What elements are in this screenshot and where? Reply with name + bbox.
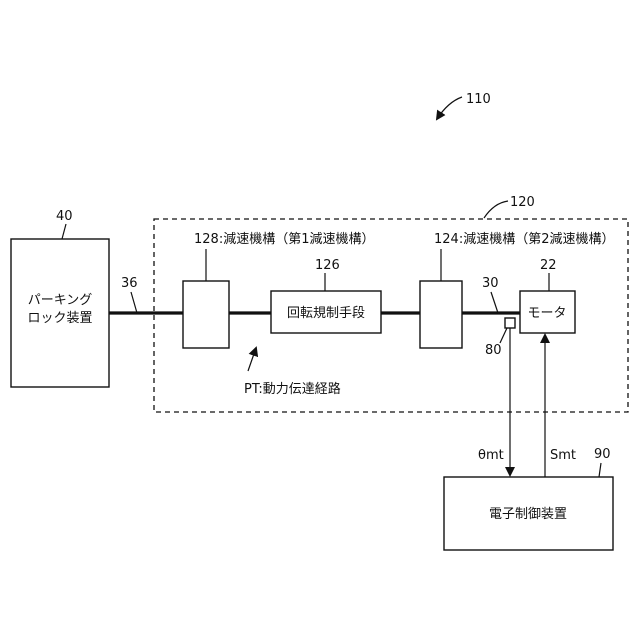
ecu-ref-label: 90	[594, 447, 611, 462]
power-path-arrow	[248, 348, 256, 371]
reducer-first-box	[183, 281, 229, 348]
smt-signal-label: Smt	[550, 448, 576, 463]
figure-ref-label: 110	[466, 92, 491, 107]
sensor-ref-leader	[500, 328, 507, 343]
parking-lock-ref-leader	[62, 224, 66, 239]
reducer-first-label: 128:減速機構（第1減速機構）	[194, 231, 374, 247]
sensor-ref-label: 80	[485, 343, 502, 358]
figure-ref-arrow	[437, 97, 462, 119]
shaft-36-ref-leader	[131, 292, 137, 313]
ecu-ref-leader	[599, 463, 601, 477]
reducer-second-label: 124:減速機構（第2減速機構）	[434, 231, 614, 247]
motor-ref-label: 22	[540, 258, 557, 273]
rotation-sensor-square	[505, 318, 515, 328]
parking-lock-label-line2: ロック装置	[27, 311, 92, 326]
reducer-second-box	[420, 281, 462, 348]
shaft-36-ref-label: 36	[121, 276, 138, 291]
motor-label: モータ	[527, 306, 566, 321]
parking-lock-ref-label: 40	[56, 209, 73, 224]
system-ref-leader	[484, 201, 508, 218]
theta-signal-label: θmt	[478, 448, 504, 463]
motor-shaft-ref-label: 30	[482, 276, 499, 291]
power-path-label: PT:動力伝達経路	[244, 381, 341, 397]
motor-shaft-ref-leader	[491, 292, 498, 313]
rotation-limiter-label: 回転規制手段	[287, 306, 365, 321]
parking-lock-label-line1: パーキング	[28, 293, 93, 308]
system-ref-label: 120	[510, 195, 535, 210]
rotation-limiter-ref-label: 126	[315, 258, 340, 273]
ecu-label: 電子制御装置	[489, 507, 567, 522]
